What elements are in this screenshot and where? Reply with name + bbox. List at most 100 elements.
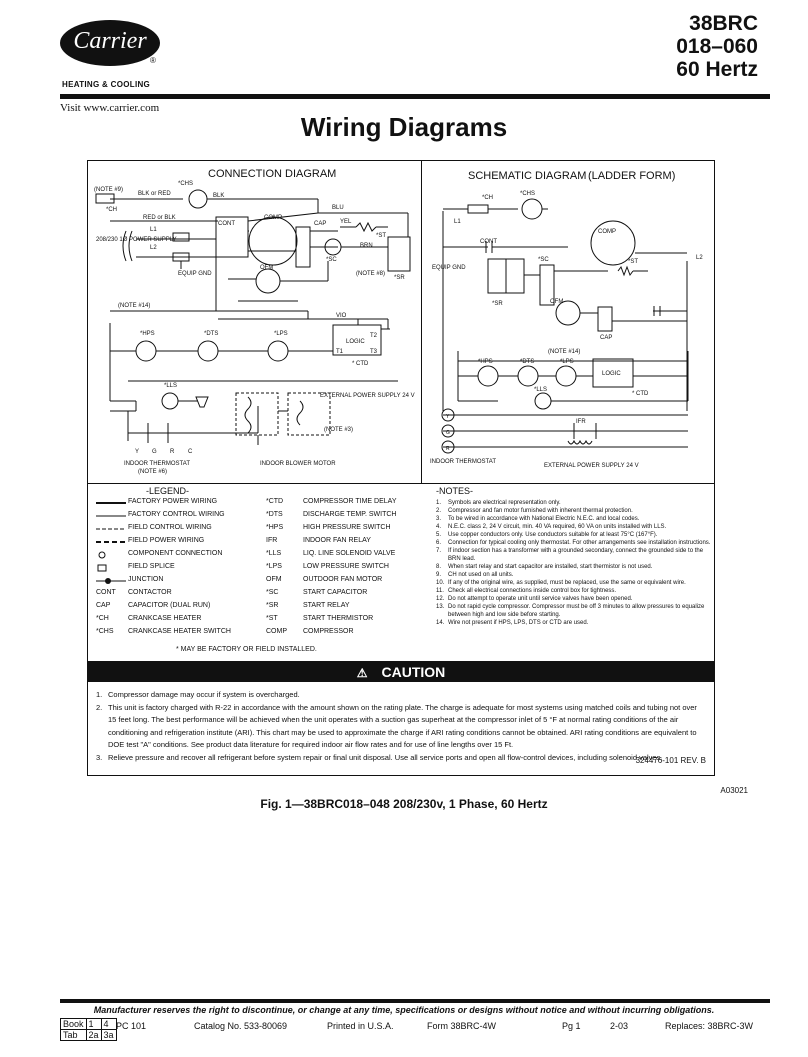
figure-caption: Fig. 1—38BRC018–048 208/230v, 1 Phase, 6… bbox=[260, 797, 548, 811]
legend-right-row: *LLS LIQ. LINE SOLENOID VALVE bbox=[90, 550, 426, 560]
sch-label-ofm: OFM bbox=[550, 299, 563, 305]
caution-title: CAUTION bbox=[381, 664, 446, 680]
note-number: 14. bbox=[436, 620, 445, 626]
tab-label: Tab bbox=[60, 1029, 87, 1041]
legend-def: DISCHARGE TEMP. SWITCH bbox=[303, 511, 397, 518]
legend-symbol-text: FIELD POWER WIRING bbox=[128, 537, 205, 544]
sch-label-l1: L1 bbox=[454, 219, 461, 225]
note-text: Do not attempt to operate unit until ser… bbox=[448, 596, 633, 602]
label-blower: INDOOR BLOWER MOTOR bbox=[260, 461, 336, 467]
visit-link[interactable]: Visit www.carrier.com bbox=[60, 102, 160, 114]
label-vio: VIO bbox=[336, 313, 347, 319]
sch-label-equip-gnd: EQUIP GND bbox=[432, 265, 466, 271]
legend-right-row: *DTS DISCHARGE TEMP. SWITCH bbox=[90, 511, 426, 521]
thin-line-icon bbox=[96, 515, 126, 517]
legend-row: JUNCTION bbox=[90, 576, 260, 586]
legend-row: COMPONENT CONNECTION bbox=[90, 550, 260, 560]
legend-right-row: COMP COMPRESSOR bbox=[90, 628, 426, 638]
label-ctd: * CTD bbox=[352, 361, 369, 367]
tab-2a: 2a bbox=[85, 1029, 102, 1041]
legend-abbr: *SR bbox=[266, 602, 279, 609]
wiring-diagram-svg: CONNECTION DIAGRAM SCHEMATIC DIAGRAM (LA… bbox=[94, 168, 703, 475]
label-sr: *SR bbox=[394, 275, 405, 281]
diagram-frame: CONNECTION DIAGRAM SCHEMATIC DIAGRAM (LA… bbox=[87, 160, 715, 776]
label-l2: L2 bbox=[150, 245, 157, 251]
book-1: 1 bbox=[85, 1018, 102, 1030]
label-lps: *LPS bbox=[274, 331, 288, 337]
note-item: 8. When start relay and start capacitor a… bbox=[436, 563, 712, 571]
legend-code-def: CRANKCASE HEATER SWITCH bbox=[128, 628, 231, 635]
note-item: 10.If any of the original wire, as suppl… bbox=[436, 579, 712, 587]
note-text: Compressor and fan motor furnished with … bbox=[448, 508, 633, 514]
note-item: 3.To be wired in accordance with Nationa… bbox=[436, 515, 712, 523]
legend-def: START CAPACITOR bbox=[303, 589, 368, 596]
legend-row: FIELD POWER WIRING bbox=[90, 537, 260, 547]
legend-code-def: CAPACITOR (DUAL RUN) bbox=[128, 602, 211, 609]
legend-right-row: *LPS LOW PRESSURE SWITCH bbox=[90, 563, 426, 573]
legend-def: COMPRESSOR bbox=[303, 628, 354, 635]
label-dts: *DTS bbox=[204, 331, 218, 337]
note-item: 13.Do not rapid cycle compressor. Compre… bbox=[436, 603, 712, 619]
legend-code: CONT bbox=[96, 589, 116, 596]
sch-label-lls: *LLS bbox=[534, 387, 547, 393]
sch-term-r: R bbox=[446, 446, 450, 452]
sch-label-ch: *CH bbox=[482, 195, 493, 201]
legend-code-row: *CHS CRANKCASE HEATER SWITCH bbox=[90, 628, 260, 638]
sch-label-ctd: * CTD bbox=[632, 391, 649, 397]
label-st: *ST bbox=[376, 233, 386, 239]
sch-label-indoor-tstat: INDOOR THERMOSTAT bbox=[430, 459, 496, 465]
legend-def: OUTDOOR FAN MOTOR bbox=[303, 576, 383, 583]
legend-right-row: *CTD COMPRESSOR TIME DELAY bbox=[90, 498, 426, 508]
label-note6: (NOTE #6) bbox=[138, 469, 167, 475]
legend-code-row: CONT CONTACTOR bbox=[90, 589, 260, 599]
footer-form: Form 38BRC-4W bbox=[427, 1021, 497, 1031]
legend-code: *CHS bbox=[96, 628, 114, 635]
footer-catalog: Catalog No. 533-80069 bbox=[194, 1021, 288, 1031]
junction-dot-icon bbox=[96, 578, 126, 584]
caution-text: Compressor damage may occur if system is… bbox=[108, 690, 300, 699]
note-item: 6.Connection for typical cooling only th… bbox=[436, 539, 712, 547]
note-number: 10. bbox=[436, 580, 445, 586]
note-number: 3. bbox=[436, 516, 442, 522]
note-text: CH not used on all units. bbox=[448, 572, 514, 578]
legend-right-row: *SC START CAPACITOR bbox=[90, 589, 426, 599]
model-line-1: 38BRC bbox=[689, 12, 758, 35]
note-number: 5. bbox=[436, 532, 442, 538]
caution-banner: ⚠CAUTION bbox=[88, 662, 714, 682]
note-text: N.E.C. class 2, 24 V circuit, min. 40 VA… bbox=[448, 524, 667, 530]
book-label: Book bbox=[60, 1018, 87, 1030]
disclaimer: Manufacturer reserves the right to disco… bbox=[93, 1005, 715, 1015]
label-term-y: Y bbox=[135, 449, 139, 455]
note-text: When start relay and start capacitor are… bbox=[448, 564, 653, 570]
label-ofm: OFM bbox=[260, 265, 273, 271]
open-circle-icon bbox=[98, 551, 106, 559]
label-blk-or-red: BLK or RED bbox=[138, 191, 171, 197]
label-term-g: G bbox=[152, 449, 157, 455]
book-4: 4 bbox=[100, 1018, 117, 1030]
label-note9: (NOTE #9) bbox=[94, 187, 123, 193]
label-ext-power: EXTERNAL POWER SUPPLY 24 V bbox=[320, 393, 415, 399]
note-item: 14.Wire not present if HPS, LPS, DTS or … bbox=[436, 619, 712, 627]
note-text: Symbols are electrical representation on… bbox=[448, 500, 561, 506]
note-number: 9. bbox=[436, 572, 442, 578]
model-line-2: 018–060 bbox=[676, 35, 758, 58]
note-number: 12. bbox=[436, 596, 445, 602]
label-sc: *SC bbox=[326, 257, 337, 263]
note-number: 4. bbox=[436, 524, 442, 530]
notes: -NOTES- 1.Symbols are electrical represe… bbox=[436, 486, 712, 627]
note-number: 7. bbox=[436, 548, 442, 554]
legend-footnote: * MAY BE FACTORY OR FIELD INSTALLED. bbox=[176, 646, 317, 653]
revision-number: 324476-101 REV. B bbox=[635, 756, 706, 765]
label-term-c: C bbox=[188, 449, 193, 455]
sch-label-logic: LOGIC bbox=[602, 371, 621, 377]
note-number: 8. bbox=[436, 564, 442, 570]
note-number: 1. bbox=[436, 500, 442, 506]
note-item: 5.Use copper conductors only. Use conduc… bbox=[436, 531, 712, 539]
note-text: Check all electrical connections inside … bbox=[448, 588, 617, 594]
page-title: Wiring Diagrams bbox=[300, 112, 508, 142]
note-item: 11.Check all electrical connections insi… bbox=[436, 587, 712, 595]
note-number: 6. bbox=[436, 540, 442, 546]
label-equip-gnd: EQUIP GND bbox=[178, 271, 212, 277]
sch-label-ifr: IFR bbox=[576, 419, 586, 425]
book-tab-table: Book 1 4 Tab 2a 3a bbox=[60, 1018, 117, 1041]
